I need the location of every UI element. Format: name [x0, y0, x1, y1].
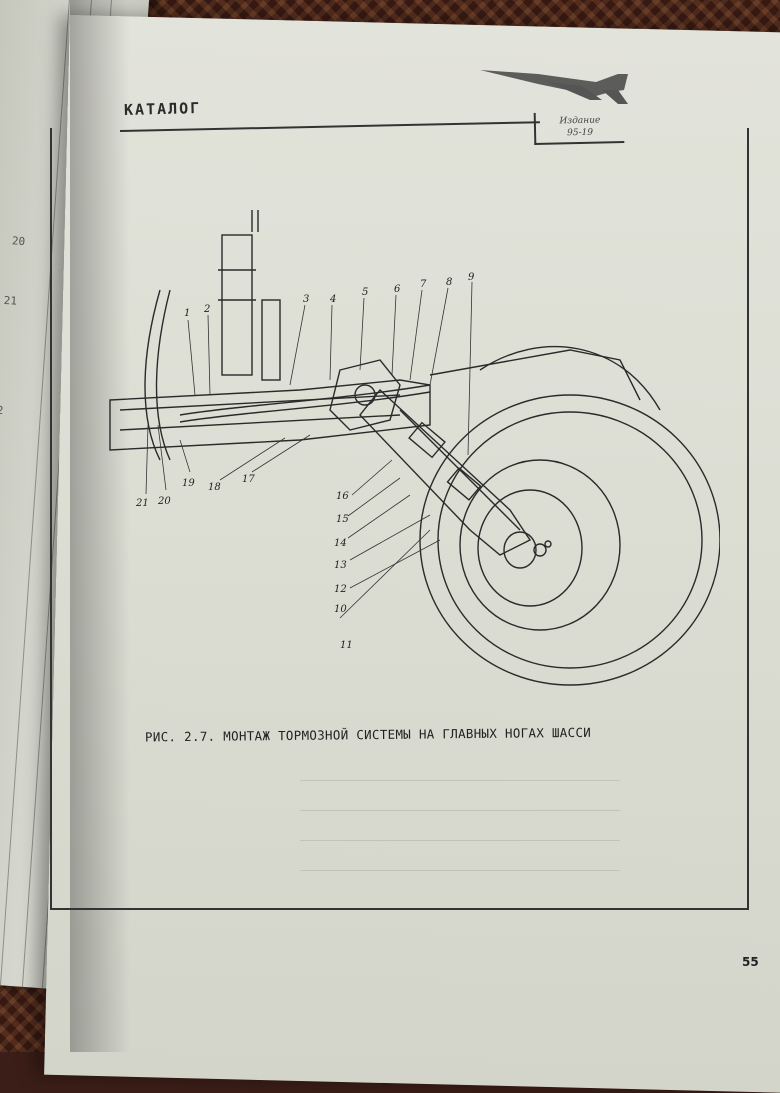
callout-7: 7: [420, 279, 427, 290]
actuator-cylinder: [261, 299, 281, 381]
callout-1: 1: [184, 308, 190, 319]
callout-4: 4: [329, 294, 336, 305]
wheel-hub: [459, 459, 621, 631]
callout-3: 3: [303, 294, 309, 305]
callout-17: 17: [242, 474, 255, 485]
callout-15: 15: [336, 514, 349, 525]
callout-18: 18: [208, 482, 221, 493]
callout-10: 10: [334, 604, 347, 615]
left-page-digit: 21: [3, 293, 18, 308]
show-through-table: [300, 770, 620, 890]
strut-cylinder: [221, 234, 253, 376]
left-page-digit: 20: [11, 234, 26, 249]
callout-2: 2: [203, 304, 210, 315]
page-number: 55: [742, 955, 759, 969]
callout-8: 8: [446, 277, 452, 288]
callout-9: 9: [468, 272, 475, 283]
wheel-tire-inner: [437, 411, 703, 669]
callout-12: 12: [334, 584, 347, 595]
callout-6: 6: [394, 284, 401, 295]
edition-label: Издание: [559, 115, 601, 127]
callout-5: 5: [362, 287, 368, 298]
aircraft-logo-icon: [480, 70, 628, 104]
section-title: КАТАЛОГ: [123, 98, 202, 120]
left-page-digit: 22: [0, 403, 4, 418]
callout-11: 11: [340, 640, 353, 651]
callout-16: 16: [336, 491, 349, 502]
wheel-tire: [419, 394, 720, 686]
callout-19: 19: [182, 478, 195, 489]
callout-13: 13: [334, 560, 347, 571]
landing-gear-brake-diagram: 1 2 3 4 5 6 7 8 9 10 11 12 13 14 15 16 1…: [109, 210, 720, 686]
callout-20: 20: [157, 496, 171, 507]
wheel-hub-inner: [477, 489, 583, 607]
figure-frame: [50, 128, 749, 910]
callout-21: 21: [135, 498, 149, 509]
callout-14: 14: [334, 538, 347, 549]
wheel-axle: [503, 531, 537, 569]
